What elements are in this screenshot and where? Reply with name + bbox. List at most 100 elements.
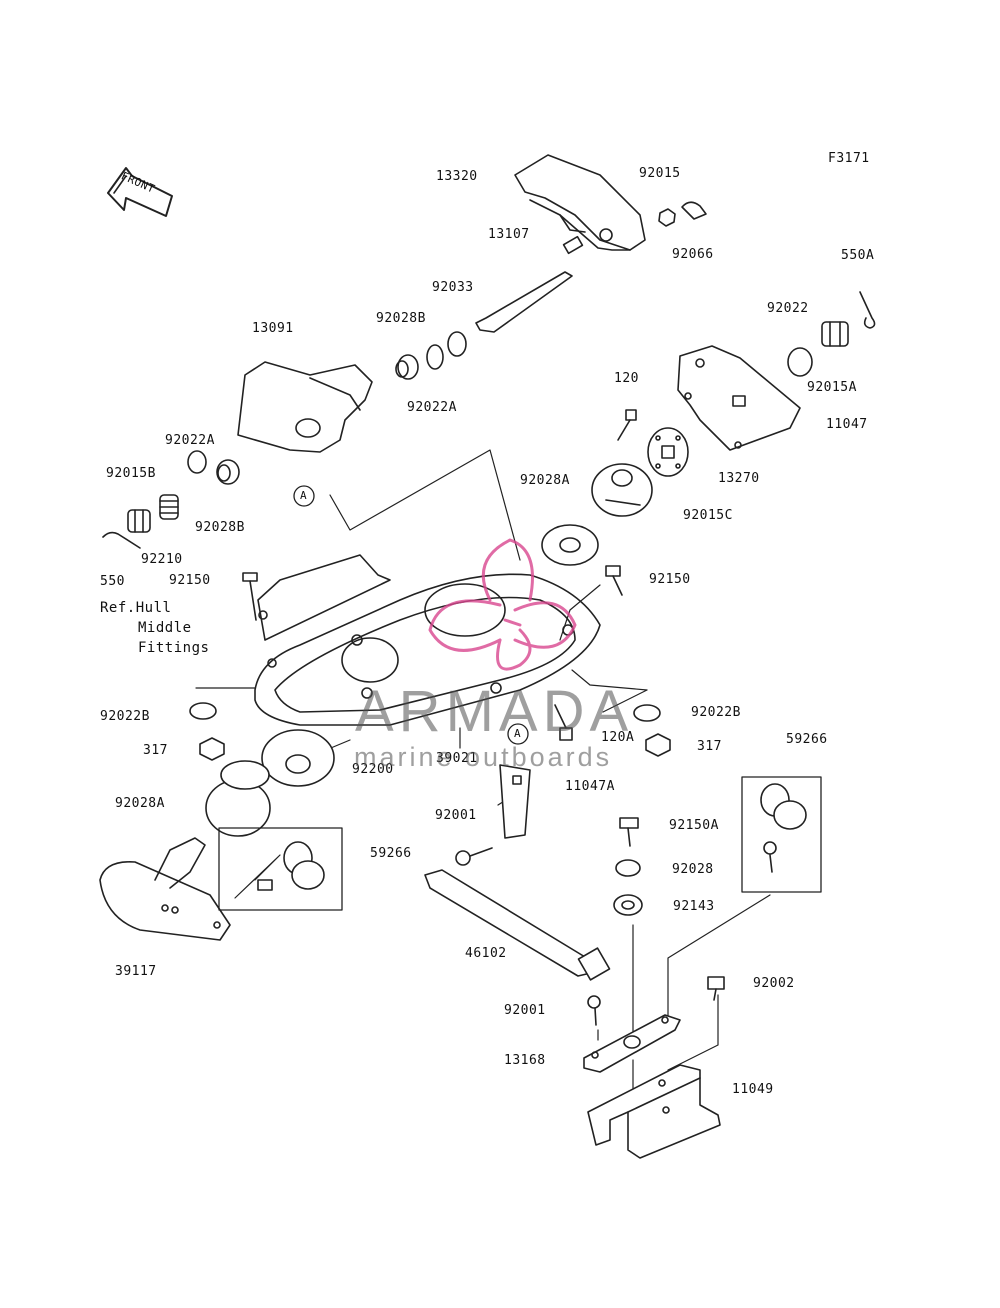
part-92015-nut [658,208,676,227]
label-550: 550 [100,574,125,589]
part-13270-flange [647,427,689,477]
ref-line-2: Middle [138,620,192,636]
part-317-nut-left [199,737,225,761]
label-92015B: 92015B [106,466,156,481]
part-92028B-bushing [395,354,419,380]
part-59266-box-right [741,776,822,893]
ref-line-3: Fittings [138,640,210,656]
part-92015B-nut [127,509,151,533]
watermark-tagline: marine outboards [354,742,613,772]
part-11047A-bracket [499,764,531,839]
label-92028A-upper: 92028A [520,473,570,488]
label-92150-right: 92150 [649,572,691,587]
label-92028B-upper: 92028B [376,311,426,326]
label-92022B-right: 92022B [691,705,741,720]
label-92028B-left: 92028B [195,520,245,535]
part-550A-pin [859,291,876,329]
part-92015A-nut [821,321,849,347]
label-39117: 39117 [115,964,157,979]
ref-line-1: Ref.Hull [100,600,172,616]
part-120-bolt [617,409,637,441]
label-92015C: 92015C [683,508,733,523]
part-92022-washer [787,347,813,377]
label-92200: 92200 [352,762,394,777]
part-92001-ball-joint-lower [587,995,601,1026]
label-92022B-left: 92022B [100,709,150,724]
label-92002: 92002 [753,976,795,991]
label-39021: 39021 [436,751,478,766]
label-13270: 13270 [718,471,760,486]
label-13091: 13091 [252,321,294,336]
part-92022A-washer-left [187,450,207,474]
part-92028B-bushing-left [216,459,240,485]
label-92028: 92028 [672,862,714,877]
part-59266-box-left [218,827,343,911]
part-92210-spring [159,494,179,520]
part-92028A-bushing [541,524,599,566]
part-92150-bolt-left [242,572,258,621]
part-92015C-flange [591,463,653,517]
label-11049: 11049 [732,1082,774,1097]
leader-lines [195,449,771,1096]
part-550-pin [102,531,141,549]
part-120A-bolt [554,704,573,741]
label-120A: 120A [601,730,635,745]
watermark-logo-icon [428,538,577,671]
part-39117-lever [99,837,231,941]
part-92066-clip [681,201,707,220]
label-92150-left: 92150 [169,573,211,588]
label-317-right: 317 [697,739,722,754]
label-92143: 92143 [673,899,715,914]
label-13168: 13168 [504,1053,546,1068]
part-92200-washer [261,729,335,787]
label-92066: 92066 [672,247,714,262]
label-92022A-left: 92022A [165,433,215,448]
part-92001-ball-joint [455,847,493,866]
label-317-left: 317 [143,743,168,758]
diagram-code: F3171 [828,151,870,166]
label-92150A: 92150A [669,818,719,833]
label-92001-upper: 92001 [435,808,477,823]
label-92022: 92022 [767,301,809,316]
label-59266-right: 59266 [786,732,828,747]
label-13320: 13320 [436,169,478,184]
callout-a-upper-letter: A [300,489,308,502]
part-11047-bracket [677,345,801,451]
label-92022A-upper: 92022A [407,400,457,415]
part-92028A-bushing-lower [205,760,271,837]
part-92022A-washer [426,344,444,370]
label-59266-left: 59266 [370,846,412,861]
part-46102-cable [424,869,611,981]
label-92028A-lower: 92028A [115,796,165,811]
part-13320-cover [514,154,646,251]
label-11047: 11047 [826,417,868,432]
label-46102: 46102 [465,946,507,961]
part-13168-plate [583,1014,681,1073]
watermark-brand: ARMADA [355,679,634,744]
label-11047A: 11047A [565,779,615,794]
label-120: 120 [614,371,639,386]
callout-a-upper [293,485,315,507]
front-arrow-icon [107,167,173,217]
label-92015: 92015 [639,166,681,181]
main-plate [254,554,601,726]
callout-a-lower [507,723,529,745]
part-92022B-washer-right [633,704,661,722]
part-92028-bushing [615,859,641,877]
part-92033-clip [447,331,467,357]
label-550A: 550A [841,248,875,263]
label-92015A: 92015A [807,380,857,395]
part-13107-shaft [475,235,584,333]
callout-a-lower-letter: A [514,727,522,740]
part-92150A-bolt [619,817,639,847]
label-92001-lower: 92001 [504,1003,546,1018]
part-92002-bolt [707,976,725,1001]
part-92150-bolt-right [605,565,623,596]
label-92210: 92210 [141,552,183,567]
label-92033: 92033 [432,280,474,295]
part-13091-housing [237,361,373,453]
part-59266-joint-left [257,841,325,891]
part-92022B-washer-left [189,702,217,720]
